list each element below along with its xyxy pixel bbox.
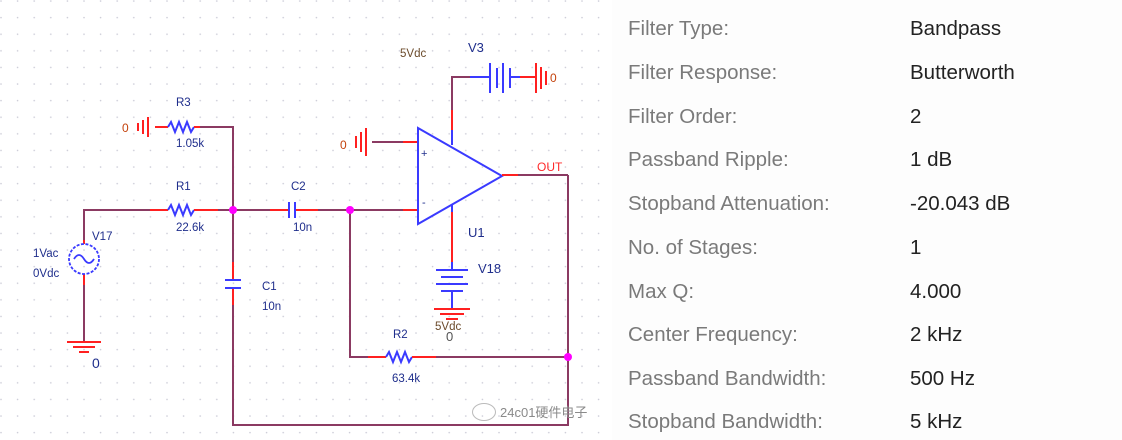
spec-value: -20.043 dB	[910, 192, 1011, 215]
v18-value: 5Vdc	[435, 321, 461, 333]
v18-label: V18	[478, 261, 501, 276]
spec-value: 5 kHz	[910, 410, 963, 433]
r2-label: R2	[393, 329, 408, 341]
spec-row-filter-order: Filter Order: 2	[628, 102, 921, 132]
spec-label: Filter Response:	[628, 61, 778, 84]
spec-row-filter-type: Filter Type: Bandpass	[628, 14, 1001, 44]
junction-dot	[346, 206, 354, 214]
ground-opamp-plus: 0	[340, 128, 418, 156]
ground-label: 0	[446, 329, 453, 344]
spec-value: 1	[910, 236, 922, 259]
spec-value: 2 kHz	[910, 323, 963, 346]
c1-value: 10n	[262, 301, 281, 313]
v3-label: V3	[468, 40, 484, 55]
spec-label: No. of Stages:	[628, 236, 758, 259]
spec-row-center-frequency: Center Frequency: 2 kHz	[628, 320, 962, 350]
wechat-icon	[472, 402, 496, 421]
out-net-label: OUT	[537, 160, 563, 174]
resistor-r1[interactable]: R1 22.6k	[150, 181, 218, 234]
ground-v17: 0	[67, 341, 101, 371]
spec-label: Stopband Attenuation:	[628, 192, 830, 215]
ground-label: 0	[92, 355, 100, 371]
v17-dc-value: 0Vdc	[33, 268, 59, 280]
dc-source-v3[interactable]: V3 5Vdc 0	[400, 40, 557, 93]
junction-dot	[229, 206, 237, 214]
watermark-text: 24c01硬件电子	[500, 405, 588, 420]
capacitor-c2[interactable]: C2 10n	[270, 181, 318, 234]
ground-label: 0	[340, 138, 347, 152]
resistor-r2[interactable]: R2 63.4k	[368, 329, 436, 385]
spec-label: Stopband Bandwidth:	[628, 410, 823, 433]
opamp-plus-label: +	[421, 148, 427, 160]
dc-source-v18[interactable]: V18 5Vdc 0	[434, 261, 501, 344]
spec-label: Max Q:	[628, 280, 695, 303]
ground-label: 0	[122, 121, 129, 135]
schematic-canvas: R3 1.05k 0 R1 22.6k C2 10n C1 10n R2 63.…	[0, 0, 612, 440]
spec-value: 4.000	[910, 280, 962, 303]
r1-value: 22.6k	[176, 222, 204, 234]
capacitor-c1[interactable]: C1 10n	[225, 262, 281, 313]
v3-value: 5Vdc	[400, 48, 426, 60]
opamp-minus-label: -	[422, 197, 426, 209]
spec-label: Filter Order:	[628, 105, 738, 128]
spec-row-max-q: Max Q: 4.000	[628, 277, 961, 307]
ground-r3: 0	[122, 117, 149, 137]
spec-label: Passband Ripple:	[628, 148, 789, 171]
spec-value: 1 dB	[910, 148, 953, 171]
ground-label: 0	[550, 71, 557, 85]
spec-label: Filter Type:	[628, 17, 730, 40]
spec-row-stages: No. of Stages: 1	[628, 233, 921, 263]
spec-value: 500 Hz	[910, 367, 975, 390]
spec-value: 2	[910, 105, 922, 128]
spec-row-stopband-attenuation: Stopband Attenuation: -20.043 dB	[628, 189, 1010, 219]
watermark: 24c01硬件电子	[472, 402, 587, 421]
v17-label: V17	[92, 231, 112, 243]
c2-label: C2	[291, 181, 306, 193]
resistor-r3[interactable]: R3 1.05k	[155, 97, 204, 150]
r3-label: R3	[176, 97, 191, 109]
r2-value: 63.4k	[392, 373, 420, 385]
spec-row-passband-ripple: Passband Ripple: 1 dB	[628, 145, 952, 175]
spec-row-stopband-bandwidth: Stopband Bandwidth: 5 kHz	[628, 407, 962, 437]
c2-value: 10n	[293, 222, 312, 234]
spec-label: Passband Bandwidth:	[628, 367, 827, 390]
r3-value: 1.05k	[176, 138, 204, 150]
filter-specs-panel: Filter Type: Bandpass Filter Response: B…	[612, 0, 1122, 440]
r1-label: R1	[176, 181, 191, 193]
u1-label: U1	[468, 225, 485, 240]
spec-row-filter-response: Filter Response: Butterworth	[628, 58, 1015, 88]
c1-label: C1	[262, 281, 277, 293]
spec-value: Butterworth	[910, 61, 1015, 84]
junction-dot	[564, 353, 572, 361]
opamp-u1[interactable]: + - U1 OUT	[403, 110, 563, 240]
spec-row-passband-bandwidth: Passband Bandwidth: 500 Hz	[628, 364, 975, 394]
spec-label: Center Frequency:	[628, 323, 798, 346]
grid-background	[0, 0, 612, 440]
spec-value: Bandpass	[910, 17, 1002, 40]
v17-ac-value: 1Vac	[33, 248, 59, 260]
ac-source-v17[interactable]: V17 1Vac 0Vdc	[33, 231, 112, 285]
